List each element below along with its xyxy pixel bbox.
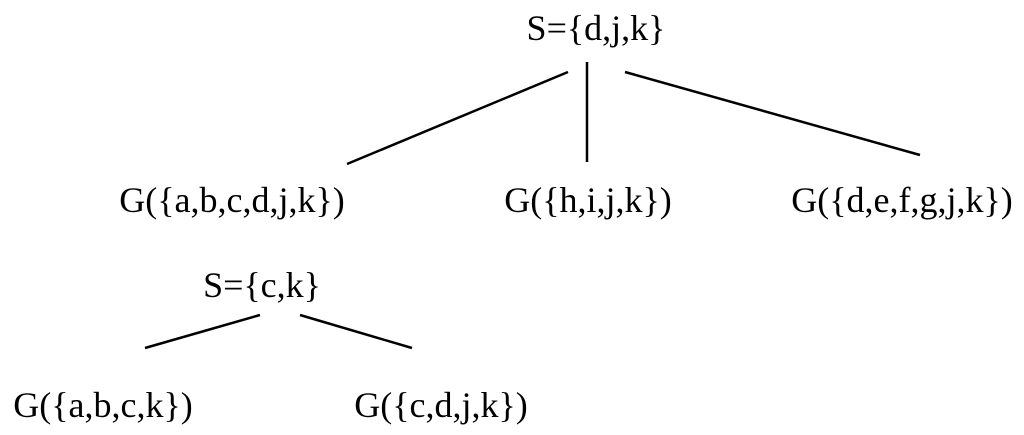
node-sub-label: S={c,k} [203, 265, 321, 305]
edge-root-to-g-defgjk [624, 70, 921, 157]
node-g-hijk-label: G({h,i,j,k}) [504, 180, 672, 220]
node-g-defgjk-label: G({d,e,f,g,j,k}) [791, 180, 1013, 220]
edge-root-to-g-abcdjk [346, 70, 569, 166]
node-g-cdjk-label: G({c,d,j,k}) [354, 385, 528, 425]
edge-sub-to-g-abck [144, 313, 261, 350]
node-root-label: S={d,j,k} [526, 8, 666, 48]
node-g-abck-label: G({a,b,c,k}) [13, 385, 193, 425]
node-g-abcdjk-label: G({a,b,c,d,j,k}) [119, 180, 345, 220]
edge-sub-to-g-cdjk [299, 313, 413, 350]
